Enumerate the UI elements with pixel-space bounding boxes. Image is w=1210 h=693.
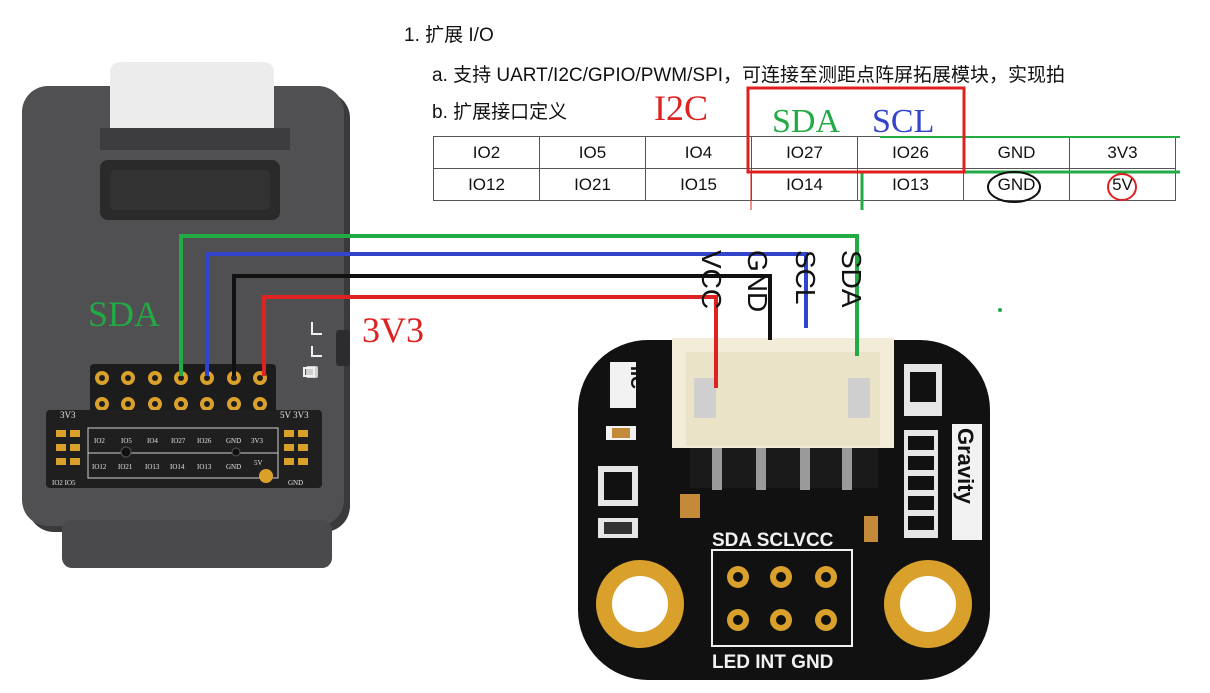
- device-side-pads: [56, 430, 308, 465]
- wire-gnd: [232, 274, 772, 376]
- wire-vcc: [262, 295, 718, 388]
- device-base: [62, 520, 332, 568]
- wire-sda: [179, 234, 859, 376]
- silk-top-right: 5V 3V3: [280, 410, 309, 420]
- annotation-scl-top: SCL: [872, 103, 934, 140]
- wire-label-scl: SCL: [790, 250, 821, 304]
- i2c-highlight-box: [746, 86, 966, 174]
- module-iic-label: IIC: [627, 366, 647, 389]
- table-cell: IO27: [751, 136, 858, 169]
- svg-text:GND: GND: [226, 437, 241, 445]
- wire-label-vcc: VCC: [696, 250, 727, 309]
- annotation-3v3: 3V3: [362, 310, 424, 350]
- svg-text:GND: GND: [226, 463, 241, 471]
- svg-text:IO13: IO13: [145, 463, 160, 471]
- gravity-module: IIC Gravity SDA SCLVCC LED INT GND: [578, 338, 990, 680]
- silk-row1: IO2 IO5 IO4 IO27 IO26 GND 3V3: [94, 437, 264, 445]
- module-top-pin-labels: SDA SCLVCC: [712, 530, 834, 551]
- module-components: [598, 364, 942, 542]
- table-cell: IO26: [857, 136, 964, 169]
- silk-bottom-right: GND: [288, 479, 303, 487]
- bullet-b: b. 扩展接口定义: [432, 102, 568, 123]
- device-silk-panel: [46, 410, 322, 488]
- bullet-a: a. 支持 UART/I2C/GPIO/PWM/SPI，可连接至测距点阵屏拓展模…: [432, 65, 1066, 86]
- svg-text:IO27: IO27: [171, 437, 186, 445]
- annotation-sda-left: SDA: [88, 294, 160, 334]
- module-bottom-pin-labels: LED INT GND: [712, 652, 833, 673]
- module-header-pads: [711, 549, 853, 647]
- device-illustration: 3V3 5V 3V3 IO2 IO5 IO4 IO27 IO26 GND 3V3…: [22, 62, 350, 568]
- wire-scl: [205, 252, 808, 376]
- wire-label-gnd: GND: [742, 250, 773, 312]
- table-cell: IO2: [433, 136, 540, 169]
- section-heading: 1. 扩展 I/O: [404, 25, 494, 46]
- device-side-icons: [303, 322, 322, 377]
- table-cell: GND: [963, 136, 1070, 169]
- table-cell: IO21: [539, 168, 646, 201]
- gnd-circle: [987, 171, 1041, 203]
- device-lens-band: [100, 128, 290, 150]
- svg-text:5V: 5V: [254, 459, 263, 467]
- svg-text:IO4: IO4: [147, 437, 158, 445]
- annotation-sda-top: SDA: [772, 103, 840, 140]
- svg-text:IO13: IO13: [197, 463, 212, 471]
- svg-text:IO26: IO26: [197, 437, 212, 445]
- wiring: [179, 136, 1180, 388]
- svg-text:IO12: IO12: [92, 463, 107, 471]
- silk-row2: IO12 IO21 IO13 IO14 IO13 GND 5V: [92, 459, 263, 471]
- svg-text:IO2: IO2: [94, 437, 105, 445]
- annotation-i2c: I2C: [654, 88, 708, 128]
- device-lens-cap: [110, 62, 274, 142]
- svg-text:IO21: IO21: [118, 463, 133, 471]
- table-cell: IO12: [433, 168, 540, 201]
- svg-text:3V3: 3V3: [251, 437, 264, 445]
- wire-label-sda: SDA: [836, 250, 867, 308]
- wire-labels: VCC GND SCL SDA: [696, 250, 867, 312]
- module-gravity-label: Gravity: [953, 428, 978, 505]
- table-cell: IO15: [645, 168, 752, 201]
- table-cell: IO5: [539, 136, 646, 169]
- svg-text:IO14: IO14: [170, 463, 185, 471]
- silk-3v3-left: 3V3: [60, 410, 76, 420]
- table-row: IO2 IO5 IO4 IO27 IO26 GND 3V3: [433, 136, 1176, 169]
- 5v-circle: [1107, 173, 1137, 201]
- silk-bottom-left: IO2 IO5: [52, 479, 76, 487]
- svg-text:IO5: IO5: [121, 437, 132, 445]
